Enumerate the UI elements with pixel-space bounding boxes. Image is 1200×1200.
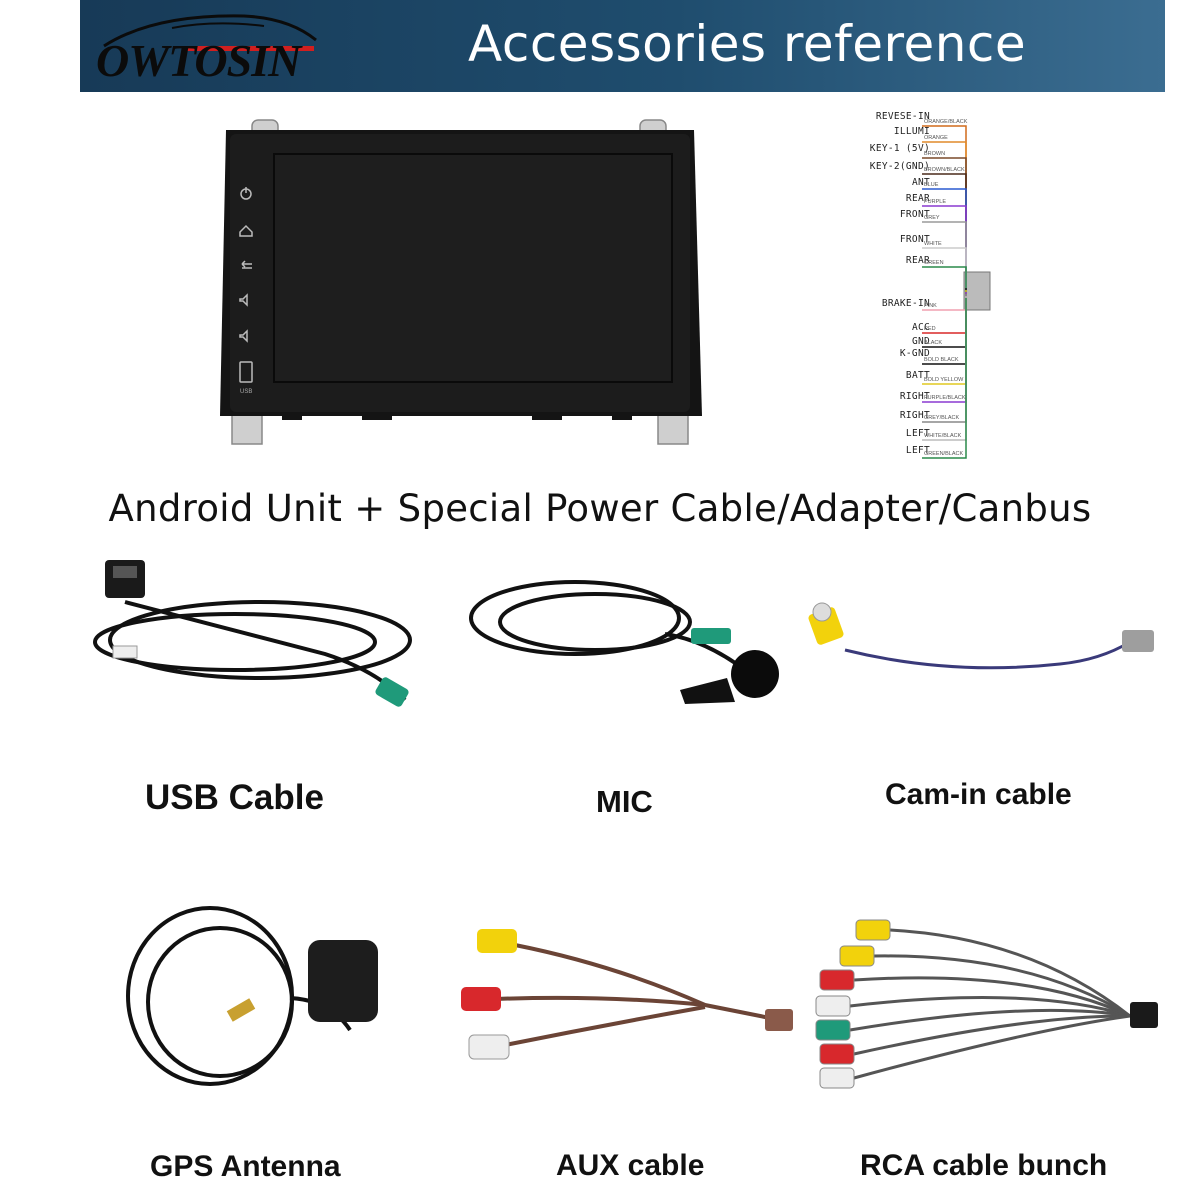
harness-pin-label: LEFT	[905, 428, 930, 439]
usb-cable-item: USB Cable	[85, 550, 425, 815]
harness-wire-color-label: BOLD YELLOW	[924, 377, 964, 383]
harness-wire-color-label: WHITE	[924, 241, 942, 247]
rca-wire	[849, 1008, 1131, 1032]
rca-wire	[873, 954, 1131, 1018]
harness-wire-color-label: GREEN/BLACK	[924, 451, 964, 457]
harness-wire-color-label: PURPLE/BLACK	[924, 395, 966, 401]
usb-port-label: USB	[240, 389, 252, 395]
harness-wire-color-label: ORANGE/BLACK	[924, 119, 968, 125]
gps-antenna-item: GPS Antenna	[120, 900, 400, 1182]
rca-plug	[819, 1043, 855, 1065]
harness-pin-label: RIGHT	[899, 391, 930, 402]
harness-wire-color-label: GREEN	[924, 260, 944, 266]
rca-cable-bunch-item: RCA cable bunch	[800, 900, 1170, 1181]
mic-image	[469, 580, 779, 704]
harness-pin-label: REAR	[905, 193, 930, 204]
accessory-label: USB Cable	[145, 778, 324, 817]
harness-wire-color-label: PINK	[924, 303, 937, 309]
harness-pin-label: FRONT	[899, 209, 930, 220]
harness-pin-label: REVESE-IN	[875, 111, 930, 122]
logo-car-swoosh-icon	[103, 14, 317, 51]
harness-pin-label: ACC	[911, 322, 930, 333]
brand-name: OWTOSIN	[96, 35, 301, 86]
mic-item: MIC	[465, 570, 795, 817]
rca-wire	[853, 1014, 1131, 1056]
accessory-label: Cam-in cable	[885, 778, 1072, 811]
harness-pin-label: LEFT	[905, 445, 930, 456]
harness-pin-label: KEY-1 (5V)	[869, 143, 930, 154]
harness-pin-label: KEY-2(GND)	[869, 161, 930, 172]
rca-wire	[889, 928, 1131, 1018]
harness-wire-color-label: BLACK	[924, 340, 943, 346]
harness-wire-color-label: GREY/BLACK	[924, 415, 960, 421]
gps-antenna-image	[126, 906, 378, 1086]
harness-wire-color-label: BROWN	[924, 151, 946, 157]
harness-wire-color-label: BOLD BLACK	[924, 357, 959, 363]
main-caption: Android Unit + Special Power Cable/Adapt…	[108, 487, 1092, 530]
rca-plug	[839, 945, 875, 967]
harness-wire-color-label: RED	[924, 326, 936, 332]
page-title: Accessories reference	[468, 15, 1027, 73]
rca-plug	[855, 919, 891, 941]
header-banner: OWTOSIN Accessories reference	[80, 0, 1165, 92]
rca-plug	[815, 1019, 851, 1041]
aux-cable-image	[461, 929, 793, 1060]
harness-pin-label: REAR	[905, 255, 930, 266]
harness-pin-label: K-GND	[899, 348, 930, 359]
accessory-label: AUX cable	[556, 1149, 705, 1182]
harness-pin-label: ANT	[911, 177, 930, 188]
harness-wire	[922, 298, 967, 459]
accessory-label: RCA cable bunch	[860, 1149, 1108, 1182]
harness-wire	[922, 173, 967, 286]
harness-wire-color-label: ORANGE	[924, 135, 948, 141]
android-unit-image: USB	[212, 116, 708, 450]
harness-pin-label: BRAKE-IN	[881, 298, 930, 309]
rca-cable-bunch-image	[815, 919, 1158, 1089]
aux-cable-item: AUX cable	[455, 915, 805, 1181]
rca-plug	[819, 969, 855, 991]
harness-wire-color-label: BLUE	[924, 182, 939, 188]
cam-in-cable-image	[808, 602, 1154, 670]
harness-wire	[922, 266, 967, 296]
rca-wire	[853, 976, 1131, 1018]
harness-pin-label: GND	[911, 336, 930, 347]
rca-wire	[853, 1014, 1131, 1080]
harness-pin-label: FRONT	[899, 234, 930, 245]
usb-cable-image	[93, 560, 412, 707]
harness-wire-color-label: PURPLE	[924, 199, 947, 205]
accessory-label: GPS Antenna	[150, 1150, 341, 1183]
harness-wire-color-label: GREY	[924, 215, 940, 221]
harness-wire-color-label: BROWN/BLACK	[924, 167, 965, 173]
brand-logo: OWTOSIN	[94, 6, 324, 86]
rca-plug	[815, 995, 851, 1017]
rca-plug	[819, 1067, 855, 1089]
harness-pin-label: RIGHT	[899, 410, 930, 421]
harness-wire-color-label: WHITE/BLACK	[924, 433, 962, 439]
rca-wire	[849, 996, 1131, 1018]
cam-in-cable-item: Cam-in cable	[800, 590, 1170, 810]
accessory-label: MIC	[596, 784, 653, 819]
harness-pin-label: ILLUMI	[893, 126, 930, 137]
harness-pin-label: BATT	[905, 370, 930, 381]
